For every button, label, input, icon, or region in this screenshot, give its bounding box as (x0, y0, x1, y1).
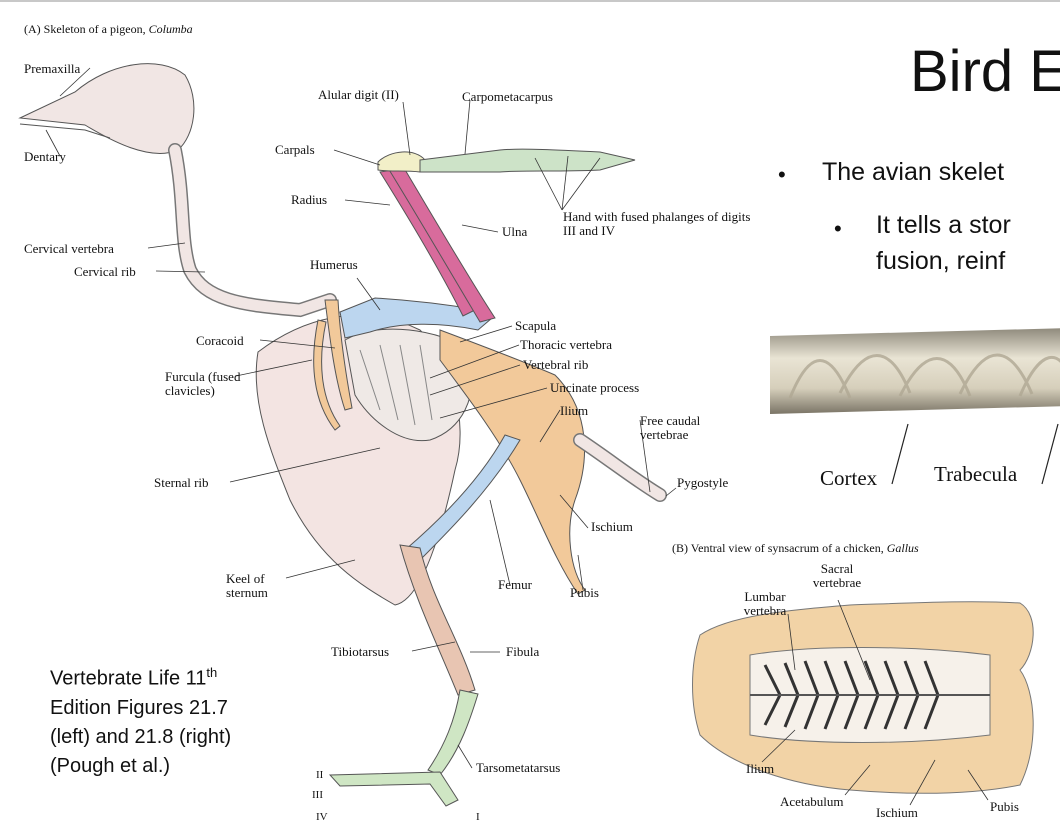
label-alular-digit: Alular digit (II) (318, 87, 399, 102)
label-coracoid: Coracoid (196, 333, 244, 348)
label-digit-iv: IV (316, 811, 328, 823)
synsacrum-diagram (692, 601, 1034, 794)
bullet-dot-1: • (778, 162, 786, 187)
label-vertebral-rib: Vertebral rib (523, 357, 589, 372)
humerus (339, 297, 493, 339)
label-cortex: Cortex (820, 466, 878, 490)
furcula (313, 319, 341, 431)
label-ulna: Ulna (502, 224, 528, 239)
label-ilium-b: Ilium (746, 761, 775, 776)
ulna (387, 167, 496, 323)
label-tarsometatarsus: Tarsometatarsus (476, 760, 561, 775)
label-digit-i: I (476, 811, 480, 823)
label-ischium: Ischium (591, 519, 633, 534)
label-cervical-vertebra: Cervical vertebra (24, 241, 114, 256)
bullet-2-line1: It tells a stor (876, 211, 1011, 239)
label-scapula: Scapula (515, 318, 557, 333)
label-thoracic-vertebra: Thoracic vertebra (520, 337, 613, 352)
carpometacarpus (419, 148, 636, 173)
foot (328, 771, 459, 807)
label-carpals: Carpals (275, 142, 315, 157)
label-keel-of-sternum: Keel of sternum (226, 571, 268, 600)
label-acetabulum: Acetabulum (780, 794, 844, 809)
label-dentary: Dentary (24, 149, 66, 164)
photo-leader-lines (891, 423, 1059, 485)
figure-a-label: (A) Skeleton of a pigeon, Columba (24, 22, 193, 36)
top-border (0, 0, 1060, 2)
label-tibiotarsus: Tibiotarsus (331, 644, 390, 659)
label-cervical-rib: Cervical rib (74, 264, 136, 279)
bone-section-photo (770, 328, 1060, 414)
label-free-caudal-vertebrae: Free caudal vertebrae (640, 413, 701, 442)
tarsometatarsus (427, 689, 479, 776)
label-femur: Femur (498, 577, 532, 592)
label-digit-iii: III (312, 789, 323, 801)
carpals (377, 151, 426, 173)
label-carpometacarpus: Carpometacarpus (462, 89, 553, 104)
label-pygostyle: Pygostyle (677, 475, 729, 490)
tibiotarsus (399, 544, 476, 696)
dentary (19, 123, 111, 139)
label-lumbar-vertebra: Lumbar vertebra (743, 589, 787, 618)
label-premaxilla: Premaxilla (24, 61, 81, 76)
label-sternal-rib: Sternal rib (154, 475, 209, 490)
radius (379, 169, 476, 317)
label-trabecula: Trabecula (934, 462, 1018, 486)
bullet-1: The avian skelet (822, 158, 1005, 186)
coracoid (324, 299, 353, 411)
label-fibula: Fibula (506, 644, 540, 659)
figure-credit: Vertebrate Life 11th Edition Figures 21.… (50, 665, 232, 777)
bullet-dot-2: • (834, 216, 842, 241)
slide-title: Bird E (910, 39, 1060, 104)
label-sacral-vertebrae: Sacral vertebrae (812, 561, 862, 590)
bullet-2-line2: fusion, reinf (876, 247, 1006, 275)
label-digit-ii: II (316, 769, 324, 781)
label-ilium: Ilium (560, 403, 589, 418)
synsacrum-leader-lines (761, 600, 989, 806)
label-pubis-b: Pubis (990, 799, 1019, 814)
label-ischium-b: Ischium (876, 805, 918, 820)
skull (18, 63, 195, 154)
label-hand: Hand with fused phalanges of digits III … (563, 209, 751, 238)
label-pubis: Pubis (570, 585, 599, 600)
figure-b-label: (B) Ventral view of synsacrum of a chick… (672, 541, 919, 555)
label-radius: Radius (291, 192, 328, 207)
label-humerus: Humerus (310, 257, 358, 272)
label-uncinate-process: Uncinate process (550, 380, 640, 395)
pigeon-skeleton-diagram (18, 63, 677, 807)
label-furcula: Furcula (fused clavicles) (165, 369, 241, 398)
